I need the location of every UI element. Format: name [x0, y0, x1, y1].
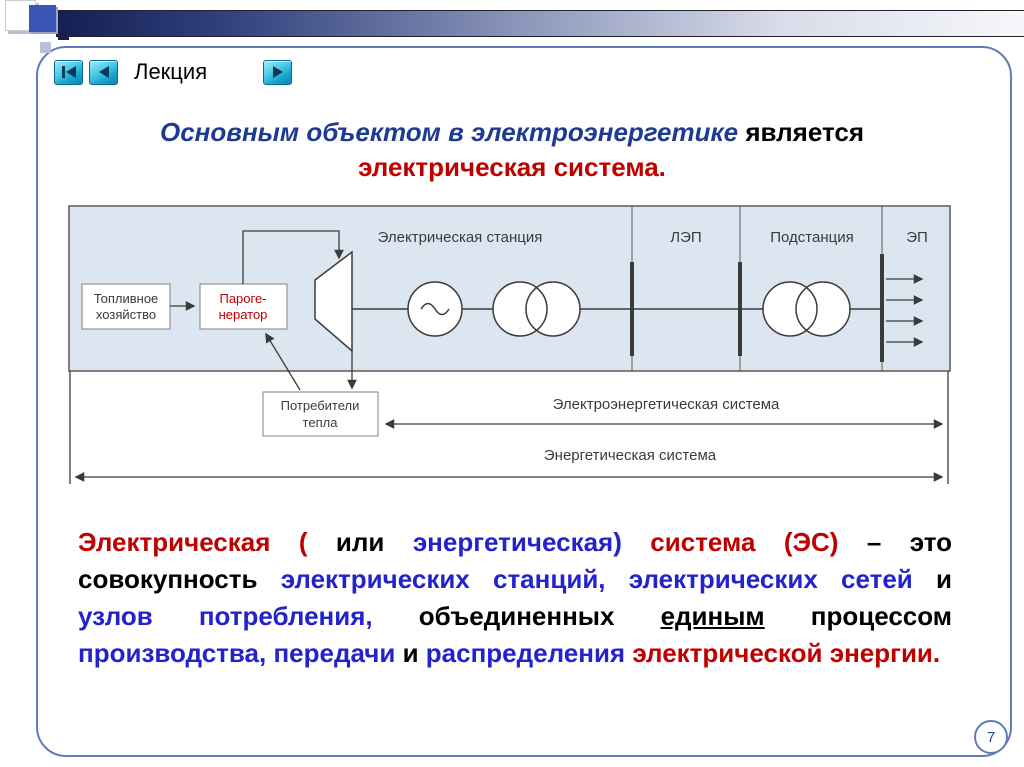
steam-generator-box: Пароге- нератор [199, 283, 288, 330]
svg-text:тепла: тепла [303, 415, 339, 430]
slide-title: Основным объектом в электроэнергетике яв… [60, 115, 964, 185]
lep-section-label: ЛЭП [670, 229, 701, 246]
svg-text:нератор: нератор [219, 307, 268, 322]
skip-to-start-icon [61, 65, 77, 79]
back-icon [97, 65, 111, 79]
forward-icon [271, 65, 285, 79]
lecture-label: Лекция [134, 59, 208, 84]
definition-paragraph: Электрическая ( или энергетическая) сист… [78, 527, 953, 668]
svg-text:хозяйство: хозяйство [96, 307, 156, 322]
back-button[interactable] [89, 59, 118, 85]
sine-wave-icon [420, 302, 450, 316]
decor-square-blue [29, 5, 56, 32]
slide-border-frame [36, 46, 1012, 757]
lecture-navigation: Лекция [54, 58, 298, 86]
substation-transformer-symbol [762, 281, 851, 337]
fuel-facility-box: Топливное хозяйство [81, 283, 171, 330]
decor-square-navy [58, 29, 69, 40]
slide-title-line2: электрическая система. [358, 152, 666, 182]
consumer-feeder-arrows [886, 274, 924, 347]
station-section-label: Электрическая станция [378, 229, 543, 246]
power-system-diagram: Электрическая станция ЛЭП Подстанция ЭП … [68, 205, 951, 484]
generator-symbol [407, 281, 463, 337]
svg-text:Топливное: Топливное [94, 291, 159, 306]
svg-text:Пароге-: Пароге- [219, 291, 266, 306]
svg-text:Потребители: Потребители [281, 398, 360, 413]
heat-consumers-box: Потребители тепла [262, 391, 379, 437]
energy-system-label: Энергетическая система [544, 447, 717, 464]
substation-section-label: Подстанция [770, 229, 853, 246]
skip-to-start-button[interactable] [54, 59, 83, 85]
slide-title-line1: Основным объектом в электроэнергетике яв… [159, 117, 864, 147]
decor-square-gray [40, 42, 51, 53]
transmission-line [580, 262, 763, 356]
page-number-badge: 7 [974, 720, 1008, 754]
ep-section-label: ЭП [906, 229, 928, 246]
condensate-return-arrow [265, 332, 301, 391]
steam-pipe [242, 230, 344, 284]
forward-button[interactable] [263, 59, 293, 85]
header-gradient-bar [56, 10, 1024, 37]
stepup-transformer-symbol [492, 281, 581, 337]
electric-power-system-label: Электроэнергетическая система [553, 396, 780, 413]
page-number: 7 [986, 728, 996, 746]
